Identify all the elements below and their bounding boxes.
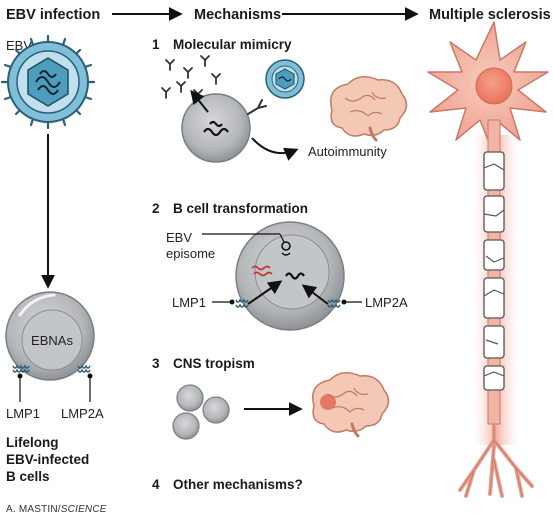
mechanism-1-number: 1	[152, 37, 160, 52]
caption-line-1: Lifelong	[6, 435, 59, 450]
lmp1-signal-arrow	[247, 280, 283, 305]
mechanism-2-title: B cell transformation	[173, 201, 308, 216]
credit-source: SCIENCE	[61, 504, 107, 515]
episome-icon	[281, 241, 291, 256]
header-ebv-infection: EBV infection	[6, 7, 100, 23]
mechanism-4-number: 4	[152, 477, 160, 492]
lmp2a-label-mech2: LMP2A	[365, 295, 408, 310]
axon-terminals-outline	[459, 423, 533, 497]
infected-b-cell	[5, 291, 95, 381]
lmp1-label-left: LMP1	[6, 406, 40, 421]
antibody-icons	[161, 55, 221, 101]
lmp2a-receptor-icon	[77, 364, 91, 373]
mechanism-3-number: 3	[152, 356, 160, 371]
small-virus-icon	[265, 59, 305, 99]
antibody-release-arrow	[190, 89, 209, 113]
dna-red-icon	[251, 265, 273, 277]
myelin-damage-marks	[483, 163, 505, 377]
b-cell-mimicry	[181, 93, 251, 163]
lmp2a-receptor-icon-2	[327, 298, 341, 308]
transformed-b-cell	[235, 221, 345, 331]
header-multiple-sclerosis: Multiple sclerosis	[429, 7, 551, 23]
lmp2a-signal-arrow	[301, 284, 329, 305]
neuron-nucleus	[475, 67, 513, 105]
lmp2a-label-left: LMP2A	[61, 406, 104, 421]
lmp1-receptor-icon	[12, 364, 30, 373]
lmp2a-leader-2-dot	[341, 299, 347, 305]
mechanism-4-title: Other mechanisms?	[173, 477, 303, 492]
dna-black-icon	[285, 272, 305, 280]
bcr-antibody-icon	[247, 99, 267, 115]
credit-author: A. MASTIN/	[6, 504, 61, 515]
mechanism-1-title: Molecular mimicry	[173, 37, 292, 52]
ebnas-label: EBNAs	[31, 333, 73, 348]
lmp1-receptor-icon-2	[235, 298, 249, 308]
credit-line: A. MASTIN/SCIENCE	[6, 504, 107, 515]
episome-label-line-1: EBV	[166, 230, 192, 245]
ebv-virus-icon	[0, 34, 96, 130]
lmp1-leader-2-dot	[229, 299, 235, 305]
mechanism-2-number: 2	[152, 201, 160, 216]
episome-leader-tip	[279, 233, 285, 243]
brain-icon-2	[312, 372, 390, 438]
caption-line-2: EBV-infected	[6, 452, 89, 467]
autoimmunity-label: Autoimmunity	[308, 144, 387, 159]
caption-line-3: B cells	[6, 469, 50, 484]
episome-label-line-2: episome	[166, 246, 215, 261]
lmp1-label-mech2: LMP1	[172, 295, 206, 310]
mechanism-3-title: CNS tropism	[173, 356, 255, 371]
autoimmunity-arrow	[251, 137, 299, 161]
header-mechanisms: Mechanisms	[194, 7, 281, 23]
neuron-illustration	[427, 21, 549, 498]
lmp1-leader-dot	[17, 373, 23, 379]
brain-icon-1	[330, 76, 408, 142]
lmp2a-leader-dot	[87, 373, 93, 379]
myelin-sheath	[483, 151, 505, 391]
b-cell-cluster	[172, 384, 230, 440]
